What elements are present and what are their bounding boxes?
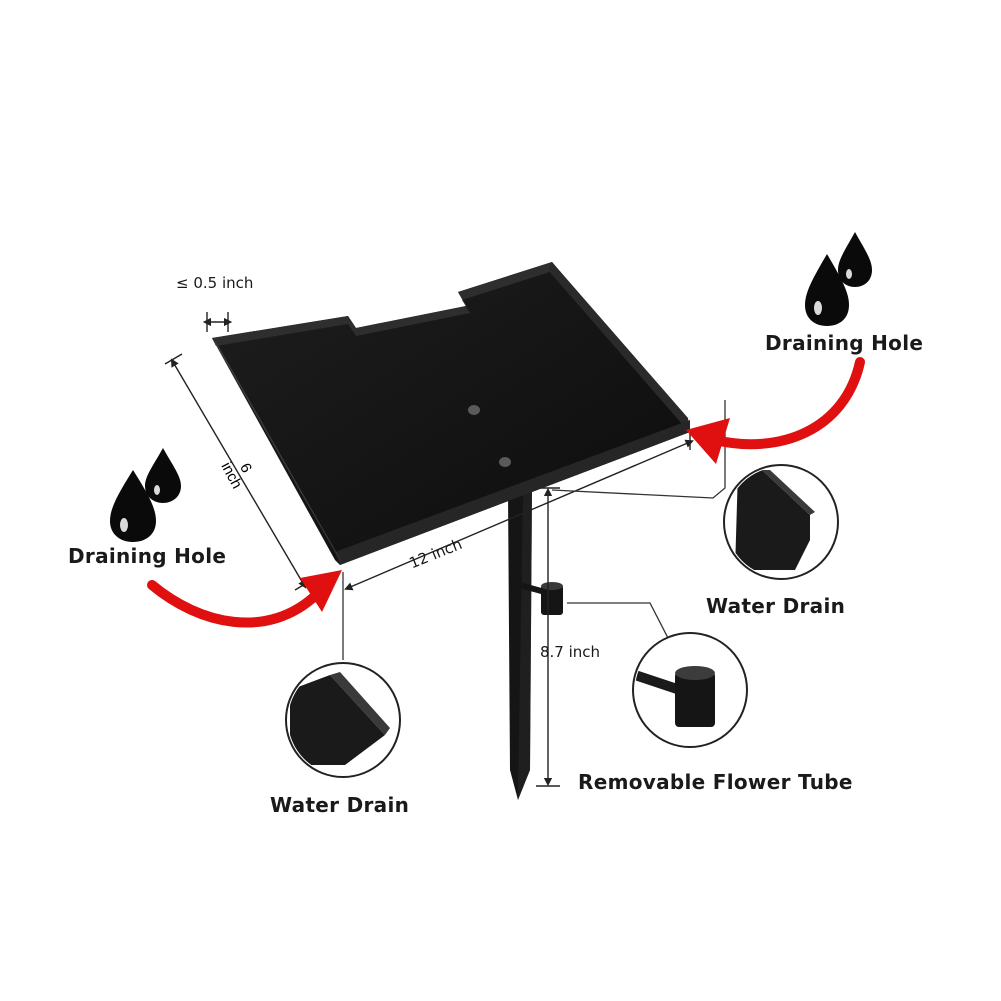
curved-arrow-icon [686,357,865,464]
stake-dimension-label: 8.7 inch [540,643,601,661]
draining-hole-left-label: Draining Hole [68,544,227,568]
tray [212,262,690,565]
flower-tube-label: Removable Flower Tube [578,770,853,794]
water-drain-left-label: Water Drain [270,793,410,817]
water-drop-icon [110,448,181,542]
lip-dimension-label: ≤ 0.5 inch [176,274,254,292]
dimension-lines [164,312,694,787]
curved-arrow-icon [147,570,342,628]
zoom-circle-icon [632,632,748,748]
zoom-circle-icon [285,662,401,778]
water-drop-icon [805,232,872,326]
water-drain-right-label: Water Drain [706,594,846,618]
ground-stake [508,492,532,800]
zoom-circle-icon [723,464,839,580]
draining-hole-right-label: Draining Hole [765,331,924,355]
